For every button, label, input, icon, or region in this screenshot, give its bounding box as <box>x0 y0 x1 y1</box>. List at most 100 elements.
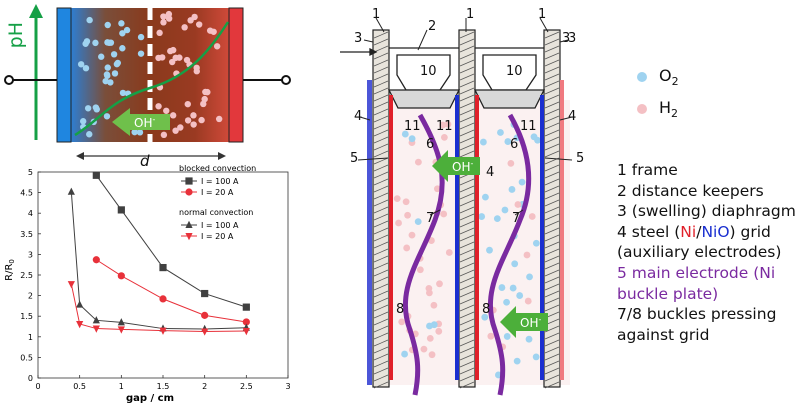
h2-bubble <box>156 29 163 37</box>
h2-bubble <box>444 120 452 128</box>
o2-label: O2 <box>659 66 679 89</box>
h2-bubble <box>190 121 197 128</box>
oh-arrow <box>112 108 170 136</box>
x-tick-label: 2 <box>202 382 207 391</box>
data-point <box>201 328 209 336</box>
h2-bubble <box>215 115 223 123</box>
legend-line-against-grid: against grid <box>617 325 710 344</box>
o2-bubble <box>103 71 111 78</box>
h2-bubble <box>181 24 188 31</box>
h2-bubble <box>184 100 191 108</box>
o2-bubble <box>503 333 511 340</box>
h2-bubble <box>160 13 167 20</box>
callout-number: 8 <box>396 302 404 317</box>
legend-series-label: I = 20 A <box>201 232 234 241</box>
h2-bubble <box>160 19 167 26</box>
legend-marker <box>185 177 193 185</box>
h2-bubble <box>430 301 438 309</box>
chart-legend: blocked convection normal convection I =… <box>179 164 256 241</box>
x-tick-label: 0 <box>35 382 40 391</box>
o2-bubble <box>516 292 524 299</box>
callout-number: 4 <box>486 165 494 180</box>
o2-bubble <box>408 135 416 143</box>
data-point <box>117 318 125 326</box>
o2-legend-item: O2 <box>637 66 679 88</box>
o2-bubble <box>414 218 422 226</box>
o2-bubble <box>123 26 131 34</box>
o2-bubble <box>532 353 540 361</box>
o2-bubble <box>92 39 99 47</box>
callout-number: 7 <box>426 211 434 226</box>
callout-number: 11 <box>520 119 537 134</box>
h2-bubble <box>528 213 536 220</box>
o2-bubble <box>478 213 486 220</box>
h2-bubble <box>190 112 197 119</box>
nio-grid-strips <box>367 80 544 385</box>
o2-bubble <box>111 70 119 77</box>
series-line <box>96 259 247 323</box>
h2-bubble <box>184 117 192 124</box>
h2-bubble <box>160 131 168 139</box>
left-terminal <box>4 75 14 85</box>
o2-bubble <box>401 130 409 138</box>
data-point <box>201 289 209 298</box>
x-tick-label: 1 <box>119 382 124 391</box>
h2-bubble <box>420 345 428 353</box>
h2-bubble <box>514 201 522 208</box>
data-point <box>67 281 75 289</box>
callout-number: 3 <box>562 31 570 46</box>
chart-series <box>67 171 250 336</box>
data-point <box>242 318 250 326</box>
component-legend: 1 frame 2 distance keepers 3 (swelling) … <box>617 160 796 345</box>
y-tick-label: 1.5 <box>20 312 33 321</box>
o2-bubble <box>493 215 501 223</box>
h2-bubble <box>524 297 532 305</box>
oh-arrow-label: OH- <box>134 115 155 130</box>
h2-bubble <box>436 280 443 288</box>
cathode-plate <box>228 7 244 143</box>
data-point <box>159 327 167 335</box>
h2-bubble <box>433 185 441 193</box>
h2-bubble <box>213 43 221 50</box>
h2-bubble <box>201 95 208 103</box>
data-point <box>76 321 84 329</box>
data-point <box>92 325 100 333</box>
data-point <box>117 272 125 280</box>
o2-bubble <box>479 138 487 146</box>
ph-label: pH <box>5 22 27 48</box>
o2-bubble <box>513 357 521 365</box>
h2-bubble <box>206 27 214 34</box>
o2-bubble <box>525 335 533 343</box>
h2-bubble <box>398 318 406 326</box>
oh-arrow-upper <box>432 150 480 182</box>
o2-bubble <box>86 131 93 138</box>
h2-bubble <box>198 116 205 124</box>
h2-bubble <box>172 54 179 62</box>
callout-number: 5 <box>350 151 358 166</box>
o2-bubble <box>119 89 127 97</box>
legend-line-main-electrode: 5 main electrode (Ni <box>617 263 776 282</box>
oh-arrow-lower-label: OH- <box>520 315 541 330</box>
o2-bubble <box>530 133 538 141</box>
o2-bubble <box>481 313 489 321</box>
o2-bubble <box>83 38 91 45</box>
data-point <box>117 206 125 214</box>
o2-bubble <box>105 39 113 46</box>
x-axis-label: gap / cm <box>126 393 174 404</box>
h2-bubble <box>426 334 434 342</box>
callout-number: 11 <box>404 119 421 134</box>
legend-marker <box>185 220 193 228</box>
h2-bubble <box>523 251 531 259</box>
callout-leaders <box>357 17 573 216</box>
h2-bubble <box>169 112 177 119</box>
y-tick-label: 3 <box>28 250 33 259</box>
o2-bubble <box>504 138 512 145</box>
ph-curve <box>74 21 230 137</box>
h2-bubble <box>435 327 443 335</box>
frame-middle <box>458 29 476 389</box>
h2-bubble <box>193 68 200 75</box>
data-point <box>117 326 125 334</box>
legend-line-buckle-plate: buckle plate) <box>617 284 719 303</box>
h2-bubble <box>163 107 170 114</box>
